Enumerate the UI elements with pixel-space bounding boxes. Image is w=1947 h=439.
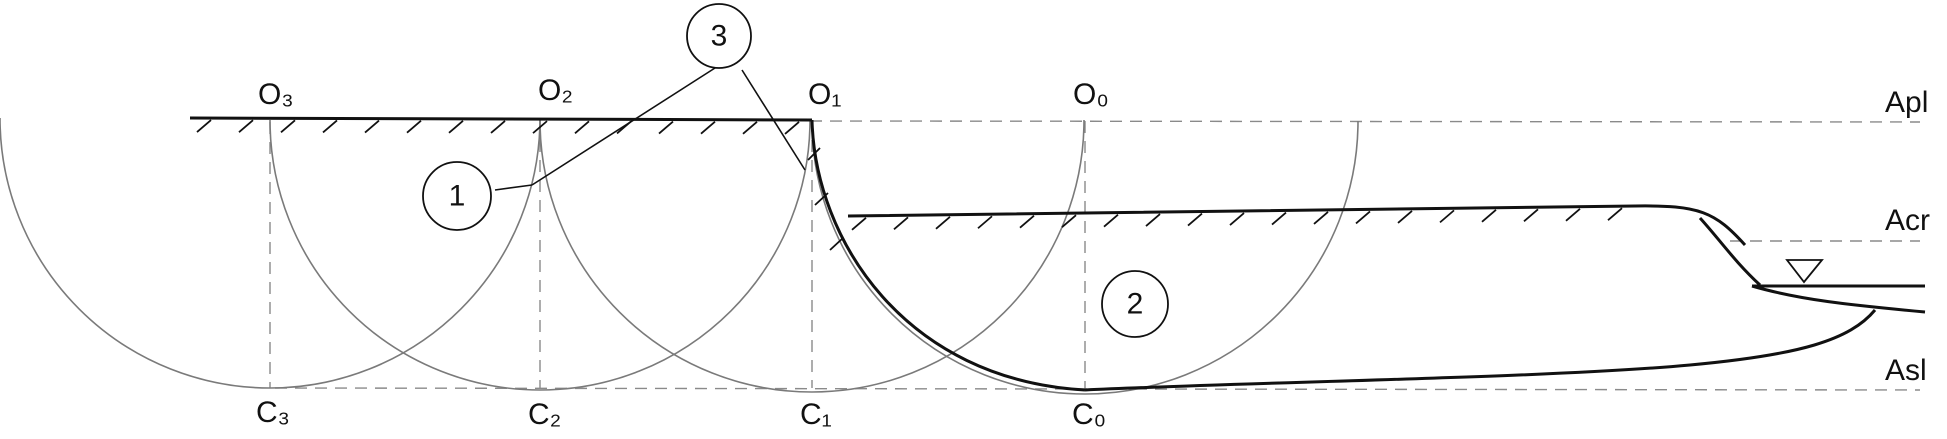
upper-ground-line: [189, 116, 813, 122]
label-c3: C₃: [256, 396, 290, 429]
marker-label-2: 2: [1127, 288, 1144, 321]
label-o3: O₃: [258, 78, 294, 111]
label-acr: Acr: [1885, 204, 1930, 237]
apl-level-line: [809, 120, 1921, 123]
arc-o3: [0, 117, 541, 389]
marker-circle-3: [686, 3, 752, 69]
cliff-hatching: [807, 147, 844, 251]
hatch-mark: [1397, 210, 1413, 224]
hatch-mark: [742, 121, 758, 135]
hatch-mark: [1061, 214, 1077, 228]
label-c2: C₂: [528, 398, 561, 431]
label-o1: O₁: [808, 78, 841, 111]
hatch-mark: [532, 120, 548, 134]
hatch-mark: [196, 119, 212, 133]
terrace-ground-line: [847, 204, 1747, 247]
leader-1: [494, 184, 533, 191]
hatch-mark: [784, 121, 800, 135]
hatch-mark: [364, 119, 380, 134]
hatch-mark: [658, 120, 674, 135]
leader-3-to-cliff: [741, 69, 806, 171]
marker-label-1: 1: [449, 180, 466, 213]
label-c1: C₁: [800, 398, 832, 431]
leader-3-to-1: [531, 67, 716, 186]
hatch-mark: [406, 120, 422, 134]
hatch-mark: [1019, 215, 1035, 229]
marker-circle-1: [422, 161, 492, 231]
arc-o0: [811, 120, 1359, 395]
hatch-mark: [893, 216, 909, 230]
hatch-mark: [977, 215, 993, 229]
beach-line: [1751, 284, 1926, 314]
marker-circle-2: [1101, 270, 1169, 338]
seabed-line: [1084, 309, 1877, 392]
label-o2: O₂: [538, 74, 573, 107]
label-o0: O₀: [1073, 78, 1109, 111]
terrace-hatching: [851, 207, 1623, 231]
hatch-mark: [1481, 209, 1497, 223]
arc-o1: [539, 119, 1085, 393]
hatch-mark: [490, 120, 506, 134]
arc-o2: [269, 119, 811, 391]
hatch-mark: [238, 119, 254, 133]
hatch-mark: [1313, 211, 1329, 225]
hatch-mark: [1271, 211, 1287, 226]
hatch-mark: [935, 216, 951, 230]
label-asl: Asl: [1885, 354, 1927, 387]
hatch-mark: [322, 119, 338, 134]
label-apl: Apl: [1885, 86, 1928, 119]
hatch-mark: [1607, 207, 1623, 221]
upper-ground-hatching: [196, 119, 800, 135]
hatch-mark: [1355, 210, 1371, 225]
hatch-mark: [1187, 212, 1203, 227]
hatch-mark: [1565, 208, 1581, 222]
hatch-mark: [1523, 208, 1539, 222]
hatch-mark: [851, 217, 867, 231]
cliff-profile: [810, 119, 1086, 392]
hatch-mark: [280, 119, 296, 134]
hatch-mark: [1229, 212, 1245, 226]
hatch-mark: [448, 120, 464, 134]
label-c0: C₀: [1072, 398, 1106, 431]
lower-slope: [1698, 216, 1762, 287]
hatch-mark: [574, 120, 590, 134]
hatch-mark: [1145, 213, 1161, 227]
hatch-mark: [1439, 209, 1455, 224]
water-level-marker-icon: [1785, 259, 1824, 284]
hatch-mark: [700, 120, 716, 135]
hatch-mark: [1103, 213, 1119, 228]
marker-label-3: 3: [711, 20, 728, 53]
